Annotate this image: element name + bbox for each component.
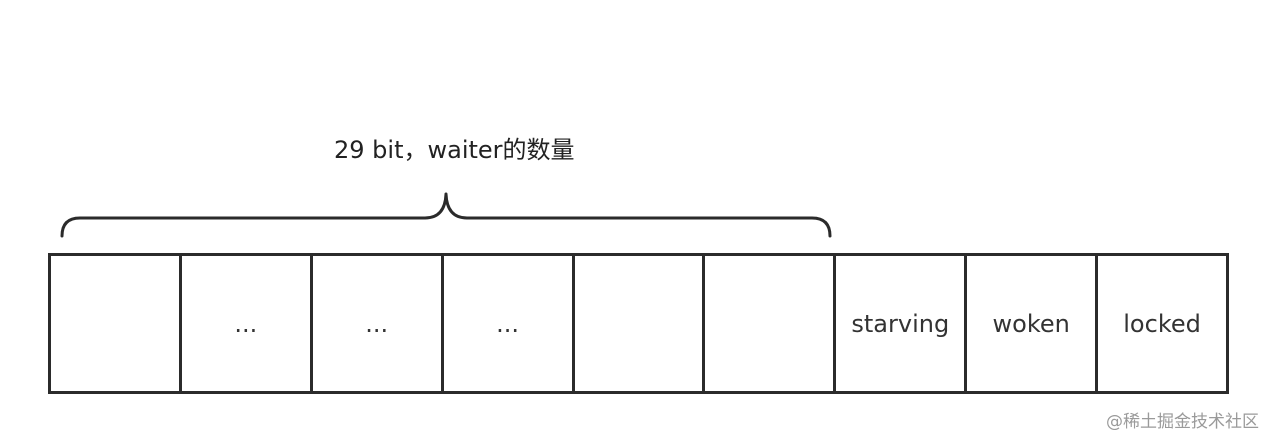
- bit-cell-starving: starving: [836, 256, 968, 391]
- bit-cell-woken: woken: [967, 256, 1099, 391]
- watermark: @稀土掘金技术社区: [1106, 412, 1259, 432]
- bit-cell-waiter-low-2: [705, 256, 837, 391]
- bit-cell-locked: locked: [1123, 309, 1201, 338]
- bit-cell-waiter-ellipsis-3: ...: [444, 256, 575, 391]
- waiter-count-label: 29 bit，waiter的数量: [334, 136, 575, 164]
- bit-cell-waiter-ellipsis-2: ...: [313, 256, 444, 391]
- bit-field-row: ... ... ... starving woken locked: [48, 253, 1229, 394]
- bit-cell-waiter-ellipsis-1: ...: [182, 256, 313, 391]
- bit-cell-waiter-low-1: [575, 256, 706, 391]
- bit-cell-waiter-high: [51, 256, 182, 391]
- brace-path: [60, 192, 832, 238]
